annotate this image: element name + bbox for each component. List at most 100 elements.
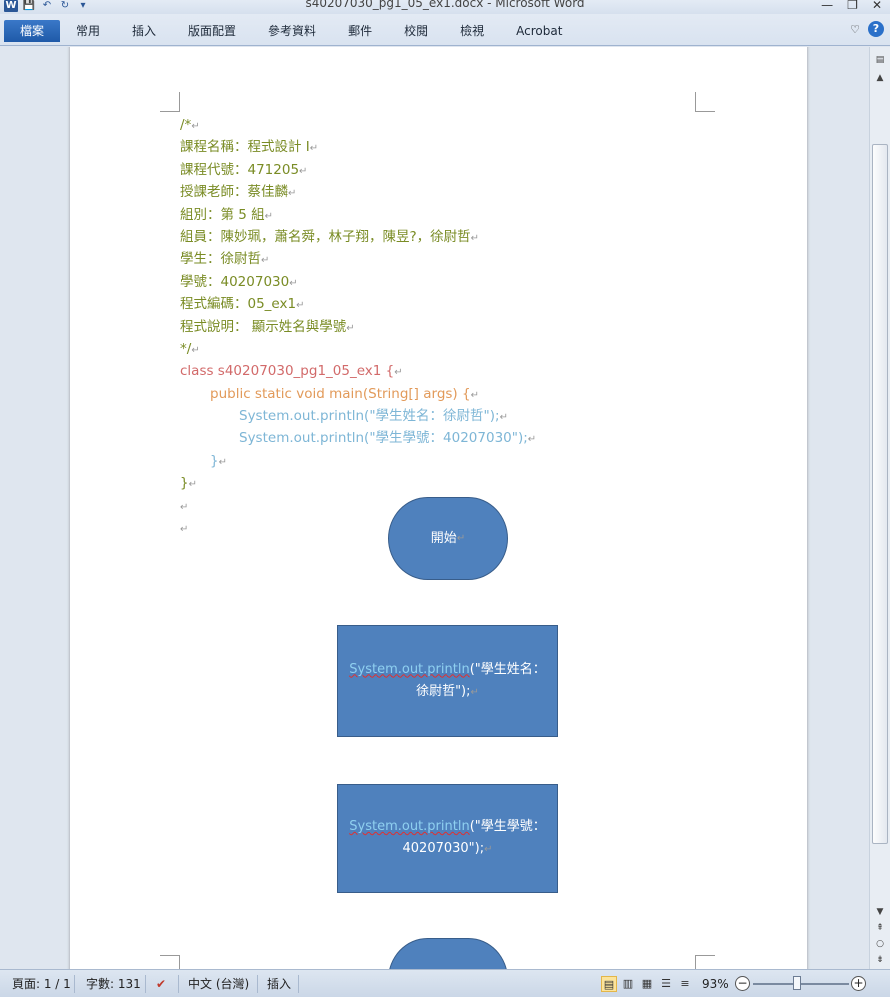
- tab-review[interactable]: 校閱: [404, 24, 429, 38]
- zoom-in-icon[interactable]: +: [851, 976, 866, 991]
- line-text: }: [210, 452, 219, 469]
- text-line[interactable]: /*↵: [180, 114, 536, 136]
- insert-mode[interactable]: 插入: [267, 977, 292, 991]
- proofing-icon[interactable]: ✔: [156, 977, 167, 991]
- previous-page-icon[interactable]: ⇞: [876, 923, 884, 933]
- text-line[interactable]: public static void main(String[] args) {…: [180, 383, 536, 405]
- print-layout-view-icon[interactable]: ▤: [601, 976, 617, 992]
- text-line[interactable]: */↵: [180, 338, 536, 360]
- ribbon-minimize-icon[interactable]: ♡: [850, 22, 860, 36]
- line-text: 組別：第 5 組: [180, 206, 265, 223]
- flowchart-step-print-id[interactable]: System.out.println("學生學號： 40207030");↵: [337, 784, 558, 893]
- step1-code: System.out.println: [349, 661, 470, 677]
- vertical-scrollbar[interactable]: ▤ ▲ ▼ ⇞ ○ ⇟: [869, 47, 890, 969]
- word-count[interactable]: 字數: 131: [86, 977, 141, 991]
- outline-view-icon[interactable]: ☰: [661, 977, 671, 990]
- minimize-button[interactable]: —: [821, 0, 834, 12]
- line-text: public static void main(String[] args) {: [210, 385, 471, 402]
- text-line[interactable]: }↵: [180, 450, 536, 472]
- zoom-slider-track[interactable]: [753, 983, 849, 985]
- document-page[interactable]: /*↵課程名稱：程式設計 I↵課程代號：471205↵授課老師：蔡佳麟↵組別：第…: [70, 47, 807, 969]
- scroll-up-icon[interactable]: ▲: [876, 73, 884, 83]
- text-line[interactable]: System.out.println("學生姓名：徐尉哲");↵: [180, 405, 536, 427]
- flowchart-step-print-name[interactable]: System.out.println("學生姓名： 徐尉哲");↵: [337, 625, 558, 737]
- paragraph-mark: ↵: [309, 143, 319, 155]
- tab-page-layout[interactable]: 版面配置: [188, 24, 237, 38]
- text-line[interactable]: 學號：40207030↵: [180, 271, 536, 293]
- step2-code-c: 40207030");: [402, 841, 485, 856]
- status-bar: 頁面: 1 / 1 字數: 131 ✔ 中文 (台灣) 插入 ▤ ▥ ▦ ☰ ≡…: [0, 969, 890, 997]
- line-text: 組員：陳妙珮，蕭名舜，林子翔，陳昱?，徐尉哲: [180, 228, 471, 245]
- flowchart-start[interactable]: 開始↵: [388, 497, 508, 580]
- line-text: */: [180, 340, 192, 357]
- text-line[interactable]: 組別：第 5 組↵: [180, 204, 536, 226]
- zoom-level[interactable]: 93%: [702, 977, 729, 991]
- draft-view-icon[interactable]: ≡: [680, 977, 690, 990]
- tab-view[interactable]: 檢視: [460, 24, 485, 38]
- paragraph-mark: ↵: [299, 165, 308, 177]
- customize-dropdown-icon[interactable]: ▾: [80, 0, 86, 11]
- text-line[interactable]: 程式編碼：05_ex1↵: [180, 293, 536, 315]
- step2-code-b: ("學生學號：: [469, 819, 546, 834]
- paragraph-mark: ↵: [470, 389, 479, 401]
- paragraph-mark: ↵: [288, 188, 297, 200]
- step1-code-b: ("學生姓名：: [469, 661, 546, 677]
- tab-file[interactable]: 檔案: [4, 20, 60, 42]
- redo-icon[interactable]: ↻: [60, 0, 70, 11]
- save-icon[interactable]: 💾: [22, 0, 36, 11]
- paragraph-mark: ↵: [218, 456, 227, 468]
- text-line[interactable]: 授課老師：蔡佳麟↵: [180, 181, 536, 203]
- document-area[interactable]: /*↵課程名稱：程式設計 I↵課程代號：471205↵授課老師：蔡佳麟↵組別：第…: [0, 47, 869, 969]
- browse-object-icon[interactable]: ○: [876, 939, 884, 949]
- paragraph-mark: ↵: [527, 434, 537, 446]
- paragraph-mark: ↵: [394, 367, 403, 379]
- zoom-out-icon[interactable]: −: [735, 976, 750, 991]
- word-app-icon[interactable]: W: [4, 0, 18, 12]
- text-line[interactable]: 課程名稱：程式設計 I↵: [180, 136, 536, 158]
- scrollbar-thumb[interactable]: [872, 144, 888, 844]
- web-layout-icon[interactable]: ▦: [641, 977, 653, 990]
- text-line[interactable]: 課程代號：471205↵: [180, 159, 536, 181]
- paragraph-mark: ↵: [188, 479, 197, 491]
- text-line[interactable]: System.out.println("學生學號：40207030");↵: [180, 427, 536, 449]
- close-button[interactable]: ✕: [871, 0, 882, 12]
- text-line[interactable]: }↵: [180, 472, 536, 494]
- full-screen-reading-icon[interactable]: ▥: [622, 977, 634, 990]
- undo-icon[interactable]: ↶: [42, 0, 52, 11]
- paragraph-mark: ↵: [261, 255, 270, 267]
- crop-mark: [160, 92, 180, 112]
- scroll-down-icon[interactable]: ▼: [876, 907, 884, 917]
- text-line[interactable]: ↵: [180, 495, 536, 517]
- ruler-toggle-icon[interactable]: ▤: [875, 55, 885, 65]
- text-line[interactable]: 學生：徐尉哲↵: [180, 248, 536, 270]
- paragraph-mark: ↵: [191, 344, 200, 356]
- line-text: 學號：40207030: [180, 273, 290, 290]
- line-text: class s40207030_pg1_05_ex1 {: [180, 363, 395, 380]
- tab-references[interactable]: 參考資料: [268, 24, 317, 38]
- crop-mark: [160, 955, 180, 969]
- paragraph-mark: ↵: [346, 322, 355, 334]
- line-text: /*: [180, 117, 192, 133]
- document-text[interactable]: /*↵課程名稱：程式設計 I↵課程代號：471205↵授課老師：蔡佳麟↵組別：第…: [180, 114, 536, 539]
- text-line[interactable]: 程式說明： 顯示姓名與學號↵: [180, 316, 536, 338]
- help-icon[interactable]: ?: [868, 21, 884, 37]
- text-line[interactable]: 組員：陳妙珮，蕭名舜，林子翔，陳昱?，徐尉哲↵: [180, 226, 536, 248]
- line-text: System.out.println("學生學號：40207030");: [239, 430, 528, 447]
- maximize-button[interactable]: ❐: [847, 0, 858, 12]
- tab-mailings[interactable]: 郵件: [348, 24, 373, 38]
- tab-insert[interactable]: 插入: [132, 24, 157, 38]
- step1-code-c: 徐尉哲");: [416, 683, 471, 699]
- ribbon: 檔案 常用 插入 版面配置 參考資料 郵件 校閱 檢視 Acrobat ♡ ?: [0, 14, 890, 46]
- page-count[interactable]: 頁面: 1 / 1: [12, 977, 71, 991]
- line-text: }: [180, 475, 189, 492]
- next-page-icon[interactable]: ⇟: [876, 955, 884, 965]
- text-line[interactable]: class s40207030_pg1_05_ex1 {↵: [180, 360, 536, 382]
- step2-code: System.out.println: [349, 819, 470, 834]
- tab-home[interactable]: 常用: [76, 24, 101, 38]
- tab-acrobat[interactable]: Acrobat: [516, 24, 563, 38]
- zoom-slider-thumb[interactable]: [793, 976, 801, 990]
- title-bar: W 💾 ↶ ↻ ▾ s40207030_pg1_05_ex1.docx - Mi…: [0, 0, 890, 14]
- text-line[interactable]: ↵: [180, 517, 536, 539]
- line-text: 課程代號：471205: [180, 161, 300, 178]
- language-indicator[interactable]: 中文 (台灣): [188, 977, 250, 991]
